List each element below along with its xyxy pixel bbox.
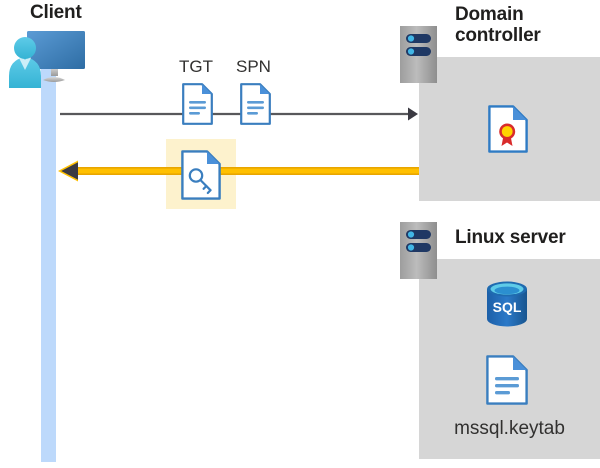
spn-document-icon [240, 83, 271, 125]
workstation-user-icon [5, 22, 93, 88]
certificate-document-icon [488, 105, 528, 153]
keytab-document-icon [486, 355, 528, 405]
client-lifeline [41, 62, 56, 462]
sql-database-icon: SQL [484, 280, 530, 328]
spn-label: SPN [236, 57, 271, 76]
request-arrow-client-to-domain-controller [60, 107, 418, 121]
service-ticket-key-document-icon [181, 150, 221, 200]
tgt-label: TGT [179, 57, 213, 76]
linux-server-title: Linux server [455, 227, 566, 248]
tgt-document-icon [182, 83, 213, 125]
client-title: Client [30, 2, 82, 23]
domain-controller-server-rack-icon [400, 26, 437, 83]
linux-server-rack-icon [400, 222, 437, 279]
svg-text:SQL: SQL [493, 299, 522, 315]
keytab-filename-label: mssql.keytab [454, 418, 565, 439]
ticket-arrow-domain-controller-to-client [58, 159, 420, 183]
domain-controller-title: Domain controller [455, 4, 541, 47]
